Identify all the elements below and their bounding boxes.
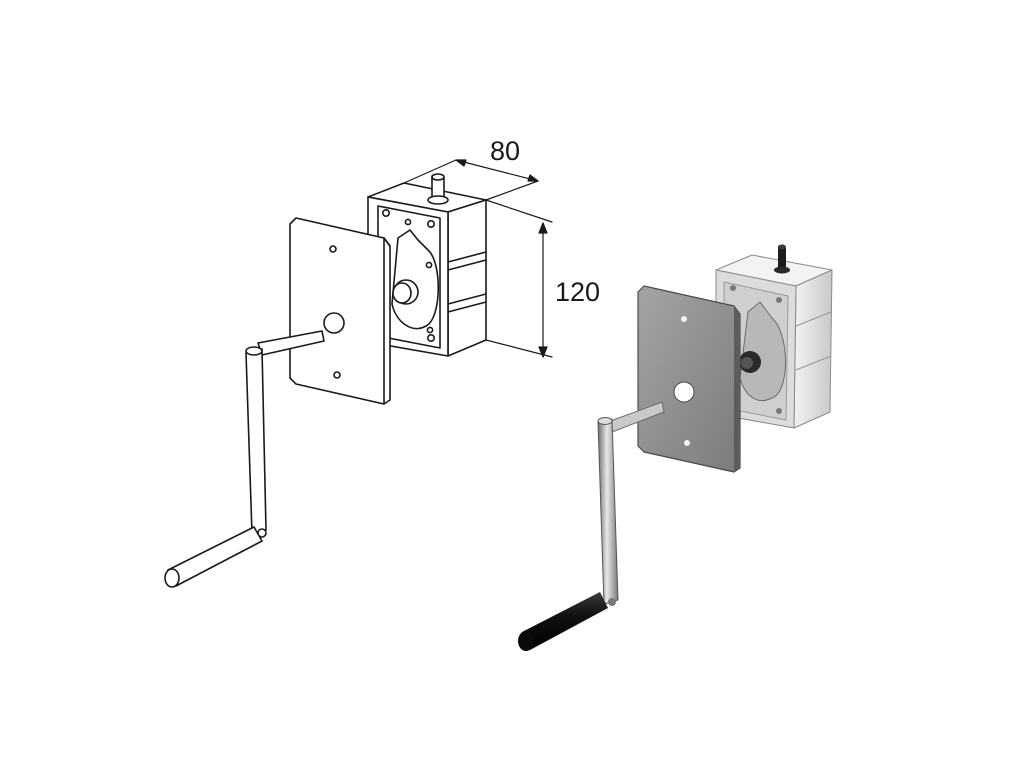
dimension-lines: [403, 159, 553, 358]
rendered-mounting-plate: [637, 285, 741, 473]
rendered-assembly: [518, 244, 833, 651]
dimension-120-label: 120: [555, 277, 601, 307]
line-art-crank: [164, 330, 325, 588]
line-art-mounting-plate: [289, 217, 391, 405]
rendered-crank: [518, 401, 665, 651]
dimension-80-label: 80: [490, 136, 521, 166]
line-art-assembly: [164, 159, 553, 588]
